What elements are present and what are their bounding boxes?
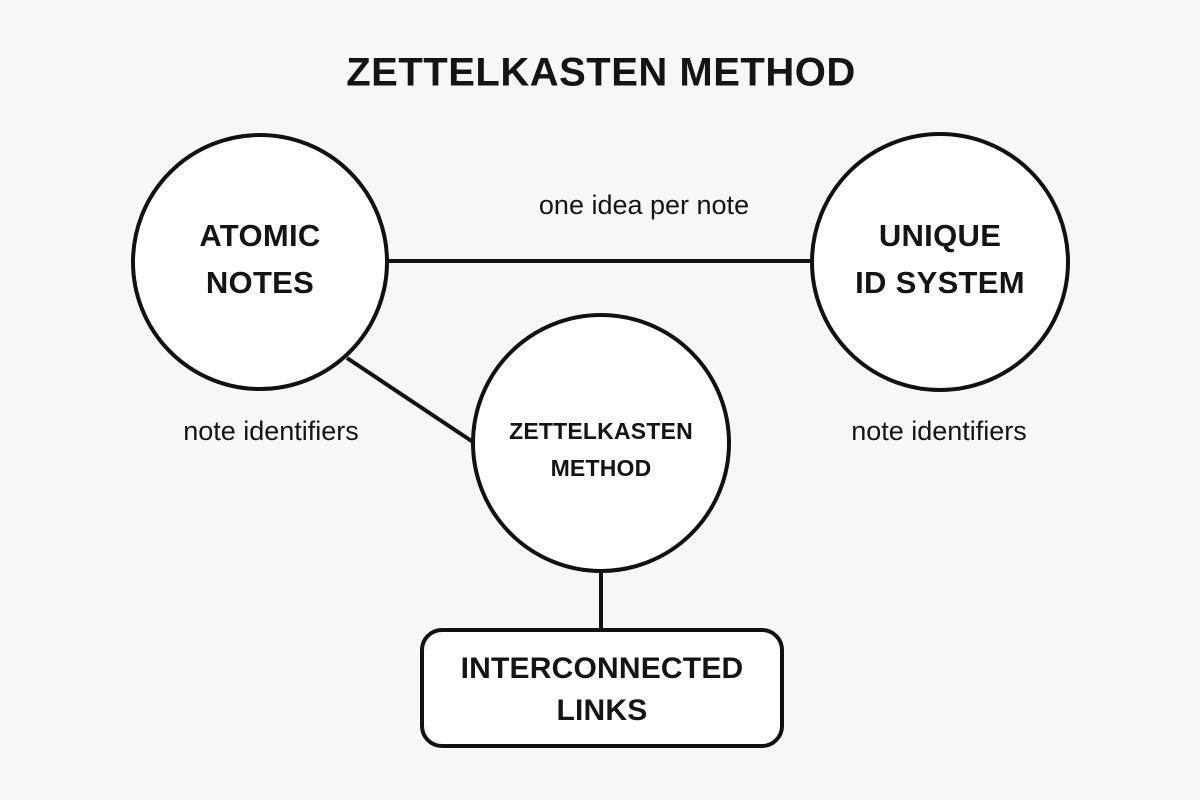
node-interconnected-links[interactable]: INTERCONNECTED LINKS — [420, 628, 784, 748]
node-interconnected-links-label-line1: INTERCONNECTED — [461, 652, 744, 685]
edge-atomic-notes-to-zettelkasten-method — [345, 356, 478, 446]
node-zettelkasten-method-label-line2: METHOD — [551, 455, 652, 481]
annotation-note-identifiers-right: note identifiers — [851, 416, 1027, 446]
node-atomic-notes-circle[interactable] — [131, 133, 389, 391]
node-unique-id-system-label-line2: ID SYSTEM — [855, 265, 1025, 300]
node-interconnected-links-label-line2: LINKS — [557, 694, 648, 727]
node-atomic-notes-label-line1: ATOMIC — [199, 218, 320, 253]
node-unique-id-system-circle[interactable] — [810, 132, 1070, 392]
node-zettelkasten-method[interactable]: ZETTELKASTEN METHOD — [471, 313, 731, 573]
node-zettelkasten-method-label-line1: ZETTELKASTEN — [509, 418, 693, 444]
node-atomic-notes[interactable]: ATOMIC NOTES — [131, 133, 389, 391]
page-title: ZETTELKASTEN METHOD — [346, 51, 855, 95]
annotation-note-identifiers-left: note identifiers — [183, 416, 359, 446]
node-atomic-notes-label-line2: NOTES — [206, 265, 314, 300]
node-interconnected-links-box[interactable] — [420, 628, 784, 748]
node-unique-id-system[interactable]: UNIQUE ID SYSTEM — [810, 132, 1070, 392]
node-unique-id-system-label-line1: UNIQUE — [879, 218, 1001, 253]
edge-label-one-idea-per-note: one idea per note — [539, 190, 749, 220]
node-zettelkasten-method-circle[interactable] — [471, 313, 731, 573]
